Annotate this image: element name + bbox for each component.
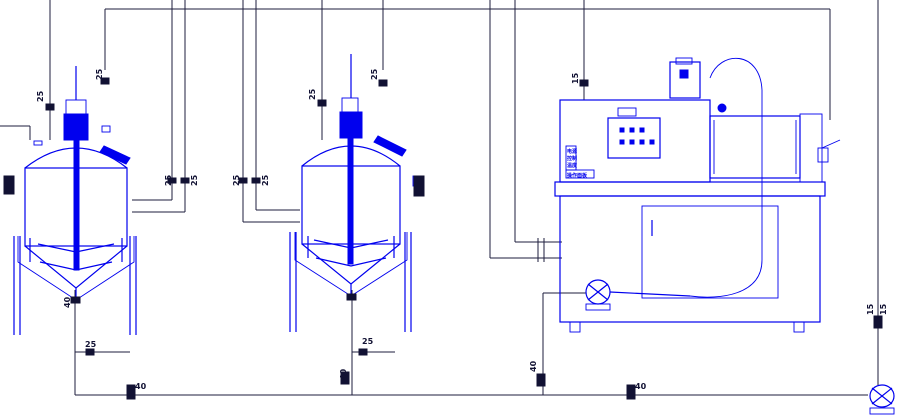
valve-labels: 25 25 25 25 25 25 25 25 40 25 25 40 40 4… [36,68,888,391]
tank1-side-valve-label-1: 25 [164,174,173,186]
tank2-side-valve-label-2: 25 [261,174,270,186]
header-valve-label-1: 40 [135,382,147,391]
tank2-top-valve-label: 25 [308,88,317,100]
tank2-drain-valve-label: 25 [362,337,374,346]
panel-label-3: 温度 [567,162,578,169]
utility-piping [0,0,879,396]
tank2-agitator-valve-label: 25 [370,68,379,80]
tank2-side-valve-label-1: 25 [232,174,241,186]
mill-top-valve-label: 15 [571,72,580,84]
panel-label-2: 控制 [567,155,577,162]
header-valve-label-3: 40 [635,382,647,391]
valves [3,77,883,400]
transfer-pump [869,384,895,415]
right-line-valve-label-2: 15 [879,303,888,315]
tank1-agitator-valve-label: 25 [95,68,104,80]
tank1-bottom-valve-label: 40 [63,296,72,308]
mixing-tank-1 [13,66,137,335]
tank1-side-valve-label-2: 25 [190,174,199,186]
panel-label-1: 电源 [567,148,577,155]
horizontal-mill: 电源 控制 温度 操作面板 [554,57,841,333]
right-line-valve-label-1: 15 [866,303,875,315]
tank1-drain-valve-label: 25 [85,340,97,349]
panel-label-4: 操作面板 [567,172,588,179]
tank2-bottom-valve-label: 40 [339,368,348,380]
mixing-tank-2 [289,54,424,332]
tank1-top-valve-label: 25 [36,90,45,102]
header-valve-label-2: 40 [529,360,538,372]
